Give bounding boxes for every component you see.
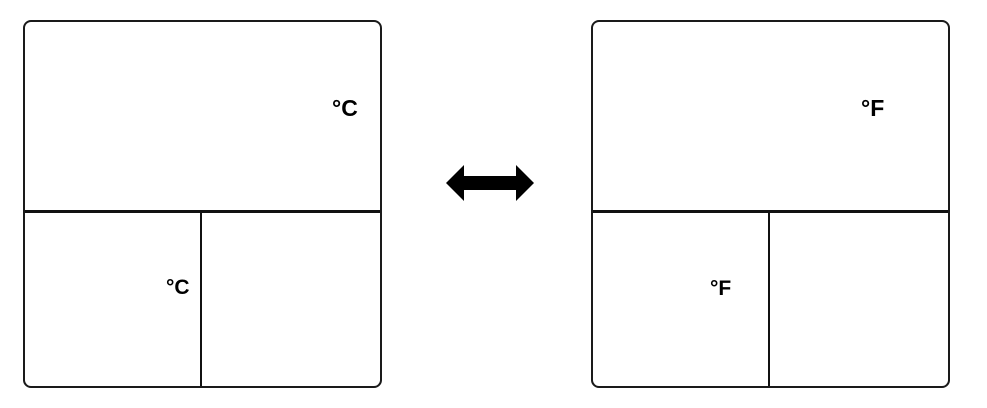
bottom-left-unit-label: °C — [166, 276, 190, 299]
vertical-divider — [200, 212, 202, 386]
horizontal-divider — [25, 210, 380, 213]
horizontal-divider — [593, 210, 948, 213]
vertical-divider — [768, 212, 770, 386]
celsius-display-panel: °C °C — [23, 20, 382, 388]
double-arrow-icon — [446, 165, 534, 201]
top-unit-label: °C — [332, 95, 358, 121]
top-unit-label: °F — [861, 95, 885, 121]
fahrenheit-display-panel: °F °F — [591, 20, 950, 388]
bottom-left-unit-label: °F — [710, 277, 732, 300]
